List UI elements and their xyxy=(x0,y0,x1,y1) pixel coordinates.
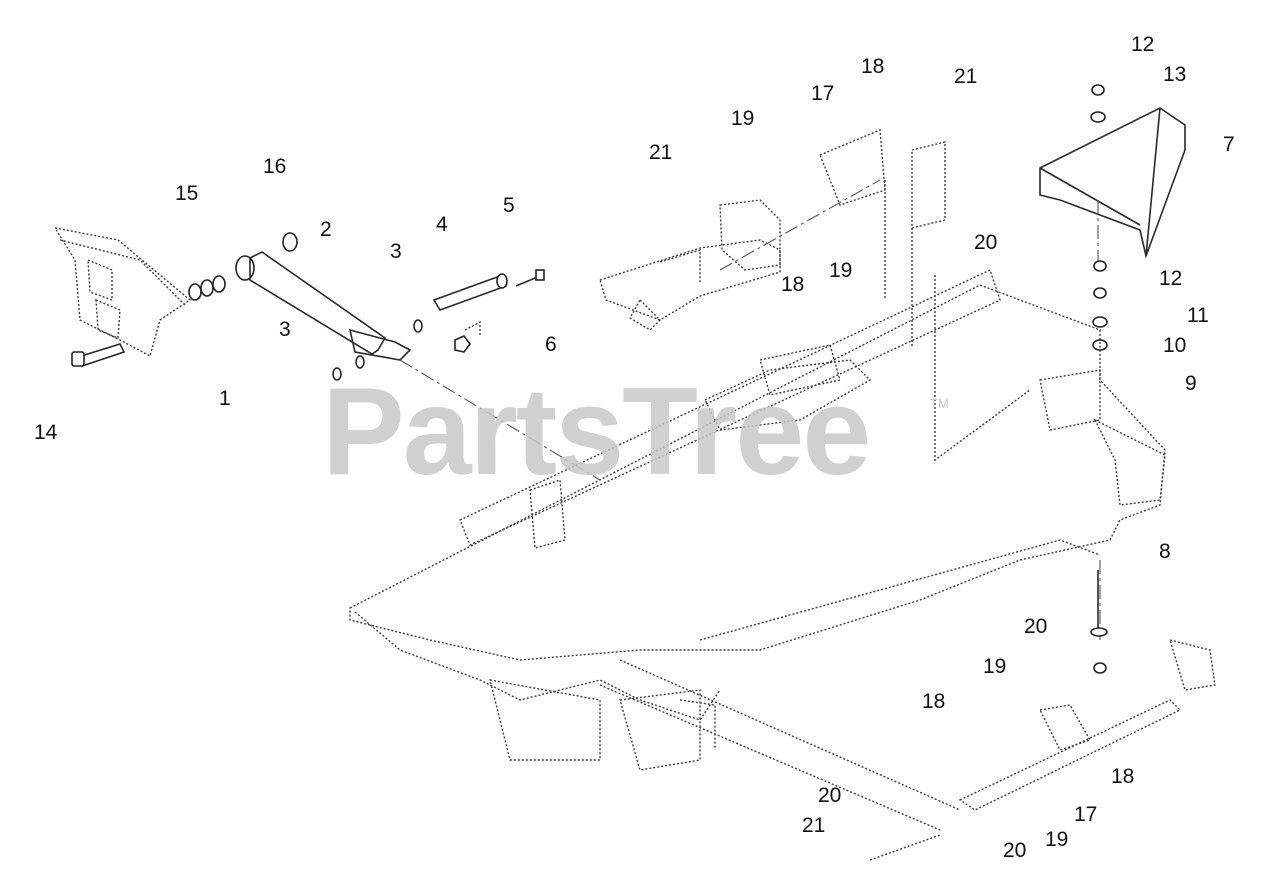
callout-20[interactable]: 20 xyxy=(818,784,842,807)
center-line-arm xyxy=(399,359,601,481)
callout-14[interactable]: 14 xyxy=(34,421,58,444)
callout-13[interactable]: 13 xyxy=(1163,63,1187,86)
callout-20[interactable]: 20 xyxy=(974,231,998,254)
callout-19[interactable]: 19 xyxy=(1045,828,1069,851)
callout-21[interactable]: 21 xyxy=(802,814,826,837)
callout-16[interactable]: 16 xyxy=(263,155,287,178)
callout-18[interactable]: 18 xyxy=(861,55,885,78)
callout-3[interactable]: 3 xyxy=(279,318,291,341)
callout-3[interactable]: 3 xyxy=(390,240,402,263)
callout-9[interactable]: 9 xyxy=(1185,372,1197,395)
rear-hanger-bracket xyxy=(599,128,946,348)
callout-6[interactable]: 6 xyxy=(545,333,557,356)
lift-arm xyxy=(249,251,412,381)
right-side-bracket xyxy=(1039,84,1186,351)
callout-15[interactable]: 15 xyxy=(175,182,199,205)
callout-18[interactable]: 18 xyxy=(922,690,946,713)
callout-17[interactable]: 17 xyxy=(1074,803,1098,826)
callout-18[interactable]: 18 xyxy=(1111,765,1135,788)
callout-5[interactable]: 5 xyxy=(503,194,515,217)
callout-1[interactable]: 1 xyxy=(219,387,231,410)
callout-11[interactable]: 11 xyxy=(1187,304,1209,327)
watermark-trademark: TM xyxy=(930,396,949,411)
front-roller-assembly xyxy=(869,560,1216,861)
left-mount-bracket xyxy=(53,227,192,367)
callout-19[interactable]: 19 xyxy=(731,107,755,130)
callout-12[interactable]: 12 xyxy=(1131,33,1155,56)
callout-20[interactable]: 20 xyxy=(1024,615,1048,638)
callout-17[interactable]: 17 xyxy=(811,82,835,105)
watermark-text: PartsTree xyxy=(322,363,871,501)
callout-19[interactable]: 19 xyxy=(983,655,1007,678)
callout-19[interactable]: 19 xyxy=(829,259,853,282)
mower-deck-frame xyxy=(349,269,1166,831)
callout-8[interactable]: 8 xyxy=(1159,540,1171,563)
callout-4[interactable]: 4 xyxy=(436,213,448,236)
callout-2[interactable]: 2 xyxy=(320,218,332,241)
washer-stack xyxy=(188,232,298,301)
pin-and-bolt xyxy=(413,269,545,353)
callout-10[interactable]: 10 xyxy=(1163,334,1187,357)
callout-7[interactable]: 7 xyxy=(1223,133,1235,156)
callout-20[interactable]: 20 xyxy=(1003,839,1027,862)
callout-18[interactable]: 18 xyxy=(781,273,805,296)
callout-12[interactable]: 12 xyxy=(1159,267,1183,290)
callout-21[interactable]: 21 xyxy=(649,141,673,164)
callout-21[interactable]: 21 xyxy=(954,65,978,88)
partstree-watermark: PartsTree xyxy=(322,370,871,494)
